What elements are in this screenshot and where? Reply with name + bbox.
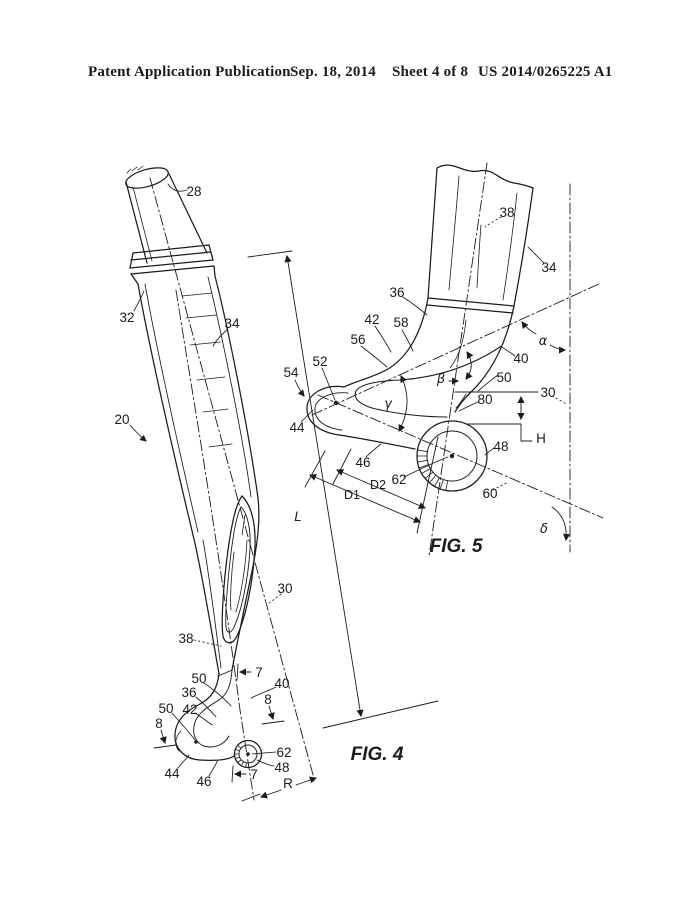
fig4-section-7-marks — [231, 663, 252, 783]
fig5-ref-58: 58 — [393, 315, 408, 330]
fig5-ref-30: 30 — [540, 385, 555, 400]
fig4-ref-38: 38 — [178, 631, 193, 646]
fig4-sec-7b: 7 — [250, 767, 258, 782]
fig5-caption: FIG. 5 — [430, 536, 483, 557]
fig5-ref-54: 54 — [283, 365, 299, 380]
fig5-ref-60: 60 — [482, 486, 497, 501]
fig4-ref-46: 46 — [196, 774, 211, 789]
fig4-ref-34: 34 — [224, 316, 240, 331]
fig4-dim-L: L — [294, 509, 302, 524]
header-sheet: Sheet 4 of 8 — [392, 64, 468, 80]
fig5-upper-reference-line — [311, 282, 602, 416]
fig4-sec-7a: 7 — [255, 665, 263, 680]
fig4-ref-40: 40 — [274, 676, 289, 691]
fig4-ref-36: 36 — [181, 685, 196, 700]
figure-5-drawing — [294, 162, 604, 557]
fig5-ref-52: 52 — [312, 354, 327, 369]
fig4-ref-20: 20 — [114, 412, 129, 427]
fig4-ref-62: 62 — [276, 745, 291, 760]
fig4-steerer-tube — [125, 165, 208, 264]
fig5-angle-beta: β — [436, 372, 445, 387]
fig5-leaders — [294, 216, 567, 491]
fig4-section-8-marks — [153, 705, 285, 749]
fig5-dim-D2: D2 — [370, 478, 386, 492]
fig5-angle-annotations — [398, 321, 571, 542]
figure-4-drawing — [125, 165, 439, 802]
header: Patent Application Publication Sep. 18, … — [88, 64, 612, 80]
fig5-angle-delta: δ — [540, 522, 548, 537]
fig4-ref-48: 48 — [274, 760, 289, 775]
fig4-leg-centerline — [175, 289, 255, 801]
fig4-ref-30: 30 — [277, 581, 292, 596]
fig4-dim-R: R — [283, 776, 293, 791]
fig4-ref-44: 44 — [164, 766, 180, 781]
fig5-dim-D1: D1 — [344, 488, 360, 502]
fig4-ref-42: 42 — [182, 702, 197, 717]
fig5-dimension-D — [304, 436, 439, 534]
fig5-ref-40: 40 — [513, 351, 528, 366]
fig5-ref-38: 38 — [499, 205, 514, 220]
fig5-ref-56: 56 — [350, 332, 365, 347]
fig5-ref-36: 36 — [389, 285, 404, 300]
fig4-ref-50a: 50 — [191, 671, 206, 686]
fig4-sec-8b: 8 — [155, 716, 163, 731]
fig5-ref-80: 80 — [477, 392, 492, 407]
fig5-ref-42: 42 — [364, 312, 379, 327]
fig4-ref-50b: 50 — [158, 701, 173, 716]
fig4-caption: FIG. 4 — [351, 744, 404, 765]
fig4-dropout — [174, 669, 263, 769]
fig4-dimension-R — [241, 776, 318, 802]
fig5-ref-48: 48 — [493, 439, 508, 454]
fig5-dimension-H — [454, 391, 539, 442]
fig5-dim-H: H — [536, 431, 546, 446]
fig5-angle-gamma: γ — [384, 397, 393, 412]
fig5-angle-alpha: α — [539, 334, 548, 349]
fig5-dropout — [306, 297, 515, 492]
fig5-lower-reference-line — [317, 394, 604, 519]
fig4-ref-28: 28 — [186, 184, 201, 199]
figure-4-labels: 28 32 34 20 L 30 38 7 50 40 36 8 50 42 8… — [114, 184, 403, 791]
fig4-fork-leg — [137, 275, 260, 675]
header-patent-number: US 2014/0265225 A1 — [478, 64, 612, 80]
figure-5-labels: 38 34 36 42 58 56 52 54 44 46 α β γ δ 40… — [283, 205, 557, 557]
fig5-ref-62: 62 — [391, 472, 406, 487]
fig5-ref-34: 34 — [541, 260, 557, 275]
fig4-ref-32: 32 — [119, 310, 134, 325]
fig5-leg-upper-tube — [426, 164, 534, 314]
fig5-ref-44: 44 — [289, 420, 305, 435]
header-date: Sep. 18, 2014 — [290, 64, 376, 80]
fig5-ref-50: 50 — [496, 370, 511, 385]
fig5-leg-axis-line — [428, 162, 488, 557]
fig4-trailing-blade — [221, 495, 256, 644]
fig4-leaders — [129, 183, 282, 777]
header-publication: Patent Application Publication — [88, 64, 291, 80]
fig4-sec-8a: 8 — [264, 692, 272, 707]
fig5-ref-46: 46 — [355, 455, 370, 470]
fig4-crown — [129, 244, 216, 285]
